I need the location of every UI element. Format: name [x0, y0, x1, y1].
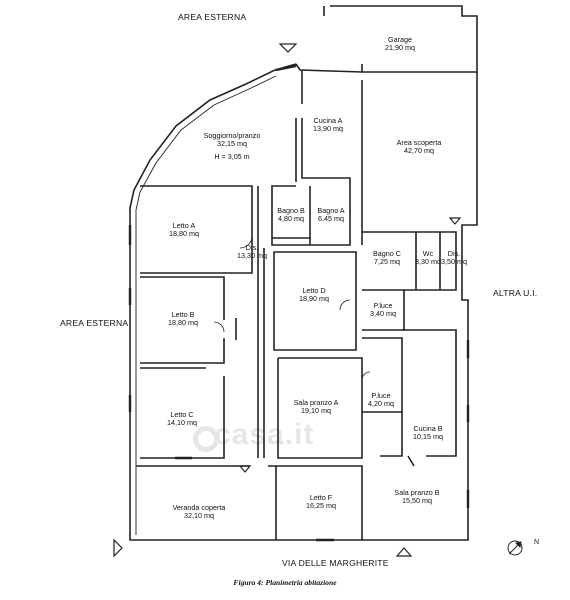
area-esterna-top-label: AREA ESTERNA — [178, 12, 247, 22]
pluce-2-walls — [362, 337, 403, 413]
north-compass-icon — [507, 540, 523, 556]
entry-triangle-mid — [238, 465, 252, 473]
watermark-logo-icon — [193, 426, 219, 452]
entry-triangle-left — [113, 538, 123, 558]
south-rooms-walls — [136, 455, 415, 540]
letto-c-walls — [140, 367, 225, 459]
via-label: VIA DELLE MARGHERITE — [282, 558, 389, 568]
figure-caption: Figura 4: Planimetria abitazione — [233, 578, 337, 587]
cucina-b-walls — [380, 329, 457, 457]
entry-triangle-bottom — [395, 547, 413, 557]
entry-triangle-top — [278, 43, 298, 53]
letto-b-walls — [140, 276, 225, 364]
outer-wall-inner — [135, 75, 277, 535]
sala-pranzo-a-walls — [277, 357, 363, 459]
service-block-walls — [361, 80, 457, 331]
north-label: N — [534, 539, 540, 546]
letto-d-walls — [273, 251, 357, 351]
cucina-a-walls — [271, 70, 351, 246]
corridor-walls — [235, 186, 265, 458]
room-dis-2: Dis.3,50 mq — [441, 249, 467, 267]
entry-triangle-east — [448, 217, 462, 225]
outer-wall — [129, 63, 478, 541]
door-swings — [213, 235, 371, 381]
letto-a-walls — [140, 185, 253, 274]
bagno-walls — [272, 186, 311, 245]
area-esterna-left-label: AREA ESTERNA — [60, 318, 129, 328]
altra-ui-label: ALTRA U.I. — [493, 288, 538, 298]
room-dis-1: Dis.13,30 mq — [237, 243, 267, 261]
window-marks — [128, 64, 470, 542]
